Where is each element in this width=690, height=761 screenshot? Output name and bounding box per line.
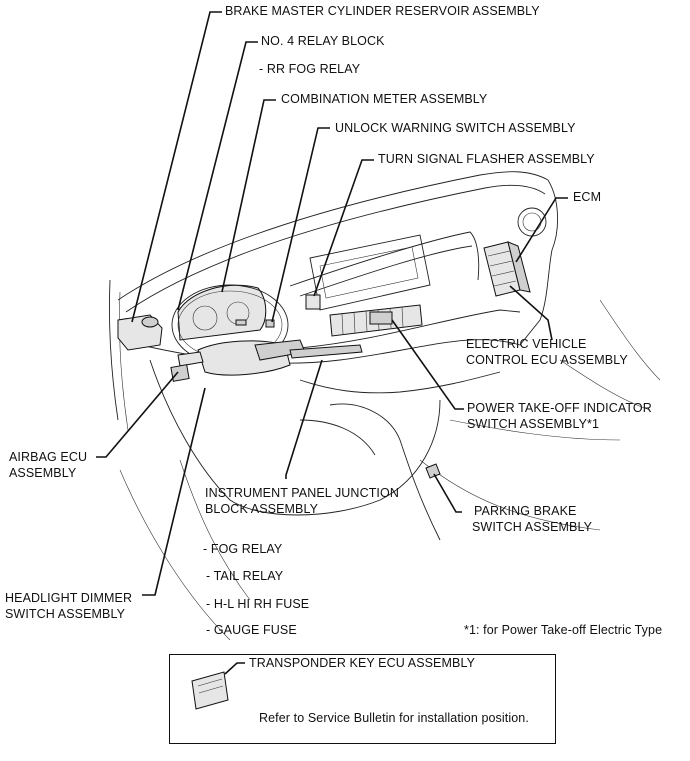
turn-signal-flasher-part <box>305 294 321 310</box>
label-hl-hi-rh-fuse: - H-L HI RH FUSE <box>206 597 310 611</box>
label-ecm: ECM <box>573 190 602 204</box>
label-headlight-dimmer-line2: SWITCH ASSEMBLY <box>5 607 126 621</box>
label-gauge-fuse: - GAUGE FUSE <box>206 623 297 637</box>
note-box <box>169 654 556 744</box>
label-turn-signal-flasher: TURN SIGNAL FLASHER ASSEMBLY <box>378 152 595 166</box>
label-airbag-ecu-line2: ASSEMBLY <box>9 466 77 480</box>
unlock-warning-switch-part <box>265 319 275 328</box>
ecm-part <box>483 241 531 297</box>
dashboard-outline <box>109 171 661 641</box>
label-rr-fog-relay: - RR FOG RELAY <box>259 62 361 76</box>
airbag-ecu-part <box>170 364 190 382</box>
label-tail-relay: - TAIL RELAY <box>206 569 284 583</box>
label-pto-indicator-line2: SWITCH ASSEMBLY*1 <box>467 417 600 431</box>
label-parking-brake-line2: SWITCH ASSEMBLY <box>472 520 593 534</box>
label-ip-junction-block-line1: INSTRUMENT PANEL JUNCTION <box>205 486 399 500</box>
label-unlock-warning-switch: UNLOCK WARNING SWITCH ASSEMBLY <box>335 121 576 135</box>
parking-brake-switch-part <box>425 463 441 479</box>
steering-column <box>171 284 363 376</box>
label-ip-junction-block-line2: BLOCK ASSEMBLY <box>205 502 319 516</box>
transponder-key-ecu-part <box>191 671 229 710</box>
leader-lines <box>96 11 568 675</box>
label-fog-relay: - FOG RELAY <box>203 542 283 556</box>
label-transponder-key-ecu: TRANSPONDER KEY ECU ASSEMBLY <box>249 656 476 670</box>
label-parking-brake-line1: PARKING BRAKE <box>474 504 577 518</box>
label-service-bulletin-note: Refer to Service Bulletin for installati… <box>259 711 529 725</box>
label-headlight-dimmer-line1: HEADLIGHT DIMMER <box>5 591 133 605</box>
label-ev-control-ecu-line1: ELECTRIC VEHICLE <box>466 337 587 351</box>
label-no4-relay-block: NO. 4 RELAY BLOCK <box>261 34 385 48</box>
fuse-panel <box>329 304 423 337</box>
label-brake-master-cylinder: BRAKE MASTER CYLINDER RESERVOIR ASSEMBLY <box>225 4 540 18</box>
label-combination-meter: COMBINATION METER ASSEMBLY <box>281 92 488 106</box>
brake-master-cylinder-reservoir <box>117 314 163 351</box>
label-ev-control-ecu-line2: CONTROL ECU ASSEMBLY <box>466 353 628 367</box>
label-pto-indicator-line1: POWER TAKE-OFF INDICATOR <box>467 401 652 415</box>
label-footnote: *1: for Power Take-off Electric Type <box>464 623 663 637</box>
combination-meter-assembly <box>177 284 267 341</box>
label-airbag-ecu-line1: AIRBAG ECU <box>9 450 88 464</box>
